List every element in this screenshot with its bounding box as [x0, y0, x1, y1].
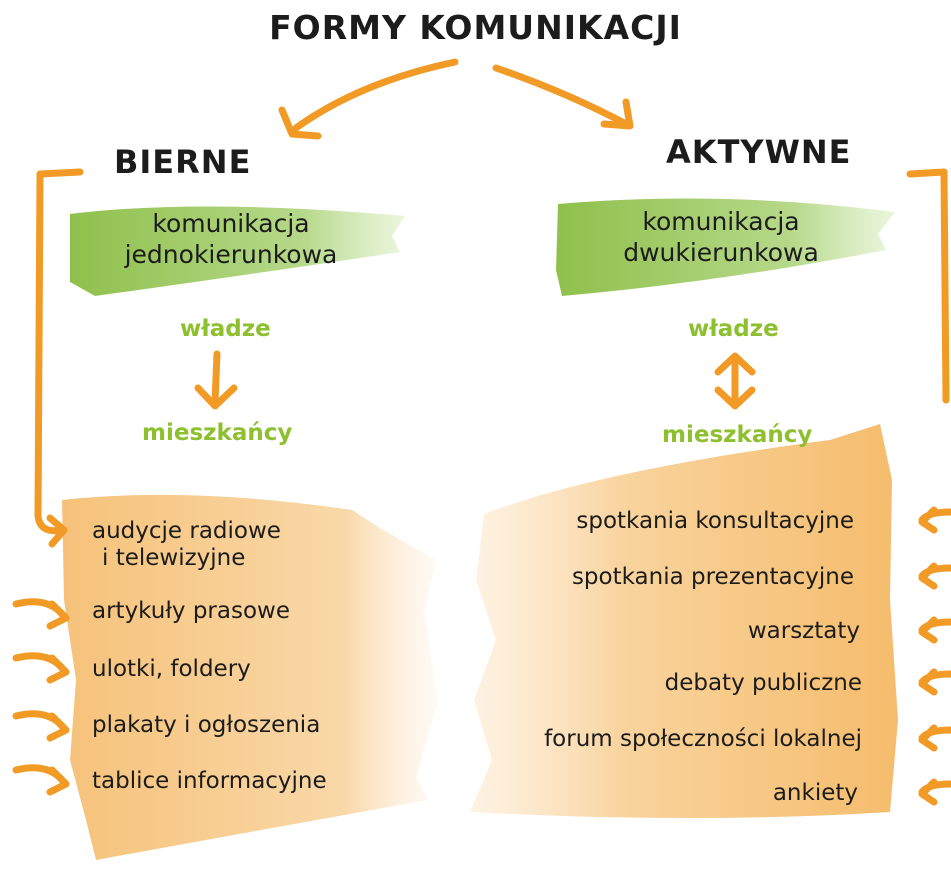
active-mode-label: komunikacja dwukierunkowa: [556, 206, 886, 268]
active-item-6: ankiety: [772, 780, 858, 806]
bullet-arrow-r4: [918, 668, 951, 696]
right-bracket: [906, 168, 950, 404]
bullet-arrow-r5: [918, 724, 951, 752]
bullet-arrow-l3: [12, 710, 70, 742]
passive-mode-label: komunikacja jednokierunkowa: [66, 208, 396, 270]
passive-item-4: plakaty i ogłoszenia: [92, 712, 321, 738]
active-item-5: forum społeczności lokalnej: [544, 726, 862, 752]
passive-item-2: artykuły prasowe: [92, 598, 290, 624]
passive-item-1-line1: audycje radiowe: [92, 518, 281, 544]
passive-from-label: władze: [180, 316, 271, 342]
bullet-arrow-l4: [12, 764, 70, 796]
title-arrow-left-head: [278, 106, 322, 140]
active-item-1: spotkania konsultacyjne: [576, 508, 854, 534]
passive-item-1-line2: i telewizyjne: [102, 545, 246, 571]
bullet-arrow-l1: [12, 598, 70, 630]
passive-mode-line1: komunikacja: [152, 209, 310, 238]
title-arrow-right: [492, 64, 630, 128]
active-item-4: debaty publiczne: [664, 670, 862, 696]
title-arrow-right-head: [600, 98, 634, 130]
bullet-arrow-r6: [918, 778, 951, 806]
passive-item-3: ulotki, foldery: [92, 656, 251, 682]
flow-arrow-down: [194, 350, 238, 410]
passive-to-label: mieszkańcy: [142, 420, 293, 446]
title-arrow-left: [292, 58, 459, 132]
passive-item-1: audycje radiowe i telewizyjne: [92, 518, 281, 572]
active-mode-line1: komunikacja: [642, 207, 800, 236]
bullet-arrow-r1: [918, 506, 951, 534]
peach-brush-active: [470, 424, 898, 818]
active-mode-line2: dwukierunkowa: [623, 238, 819, 267]
peach-brush-passive: [62, 494, 438, 860]
active-item-2: spotkania prezentacyjne: [571, 564, 854, 590]
passive-mode-line2: jednokierunkowa: [124, 240, 338, 269]
passive-heading: BIERNE: [114, 143, 252, 181]
active-from-label: władze: [688, 316, 779, 342]
green-brush-active: [556, 198, 895, 296]
bullet-arrow-r3: [918, 616, 951, 644]
left-bracket-head: [46, 514, 68, 548]
active-item-3: warsztaty: [747, 618, 860, 644]
passive-item-5: tablice informacyjne: [92, 768, 327, 794]
diagram-title: FORMY KOMUNIKACJI: [269, 8, 682, 47]
green-brush-passive: [70, 206, 405, 296]
bullet-arrow-r2: [918, 562, 951, 590]
active-heading: AKTYWNE: [666, 133, 852, 171]
flow-arrow-both-ways: [714, 352, 756, 410]
bullet-arrow-l2: [12, 652, 70, 684]
left-bracket: [34, 168, 84, 535]
active-to-label: mieszkańcy: [662, 422, 813, 448]
